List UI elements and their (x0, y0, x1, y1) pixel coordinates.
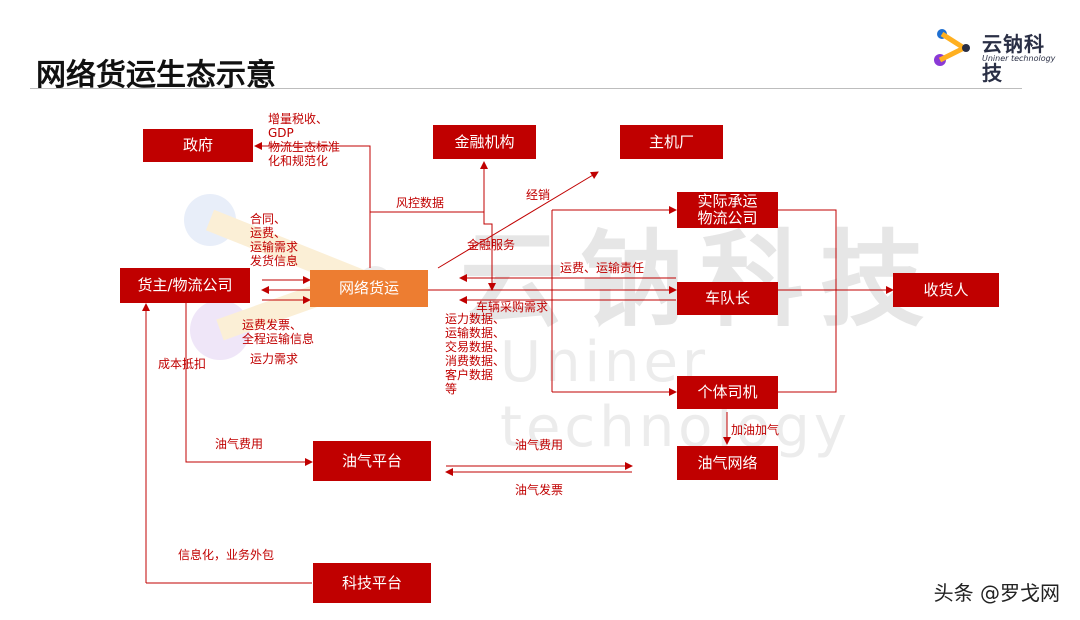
logo-text: 云钠科技 (982, 32, 1045, 85)
watermark-text: 云钠科技 (460, 219, 941, 341)
label-distribution: 经销 (526, 188, 551, 202)
title-divider (30, 88, 1022, 89)
node-fleet-leader: 车队长 (677, 282, 778, 315)
node-government: 政府 (143, 129, 253, 162)
label-invoice-info: 运费发票、 全程运输信息 (242, 318, 315, 346)
node-individual-driver: 个体司机 (677, 376, 778, 409)
label-cost-deduction: 成本抵扣 (158, 357, 207, 371)
node-tech-platform: 科技平台 (313, 563, 431, 603)
label-oil-invoice: 油气发票 (515, 483, 564, 497)
node-actual-carrier: 实际承运 物流公司 (677, 192, 778, 228)
label-data-list: 运力数据、 运输数据、 交易数据、 消费数据、 客户数据 等 (445, 312, 506, 396)
label-risk-data: 风控数据 (396, 196, 445, 210)
node-oil-gas-network: 油气网络 (677, 446, 778, 480)
logo-mark-icon (934, 29, 970, 66)
label-freight-responsibility: 运费、运输责任 (560, 261, 645, 275)
node-network-freight: 网络货运 (310, 270, 428, 307)
node-consignee: 收货人 (893, 273, 999, 307)
label-financial-service: 金融服务 (467, 238, 516, 252)
node-shipper: 货主/物流公司 (120, 268, 250, 303)
label-capacity-demand: 运力需求 (250, 352, 299, 366)
label-it-outsourcing: 信息化，业务外包 (178, 548, 275, 562)
label-refuel: 加油加气 (731, 423, 780, 437)
watermark-subtext: Uniner technology (500, 330, 851, 460)
source-watermark: 头条 @罗戈网 (933, 581, 1060, 605)
node-oil-gas-platform: 油气平台 (313, 441, 431, 481)
company-logo: 云钠科技 Uniner technology (930, 22, 1060, 85)
label-contract: 合同、 运费、 运输需求 发货信息 (250, 212, 299, 268)
node-oem: 主机厂 (620, 125, 723, 159)
label-oil-fee-mid: 油气费用 (515, 438, 564, 452)
page-title: 网络货运生态示意 (36, 58, 276, 93)
label-oil-fee-left: 油气费用 (215, 437, 264, 451)
label-gov-flow: 增量税收、 GDP 物流生态标准 化和规范化 (268, 112, 341, 168)
logo-subtext: Uniner technology (982, 54, 1056, 63)
label-vehicle-purchase: 车辆采购需求 (476, 300, 549, 314)
node-financial-institution: 金融机构 (433, 125, 536, 159)
